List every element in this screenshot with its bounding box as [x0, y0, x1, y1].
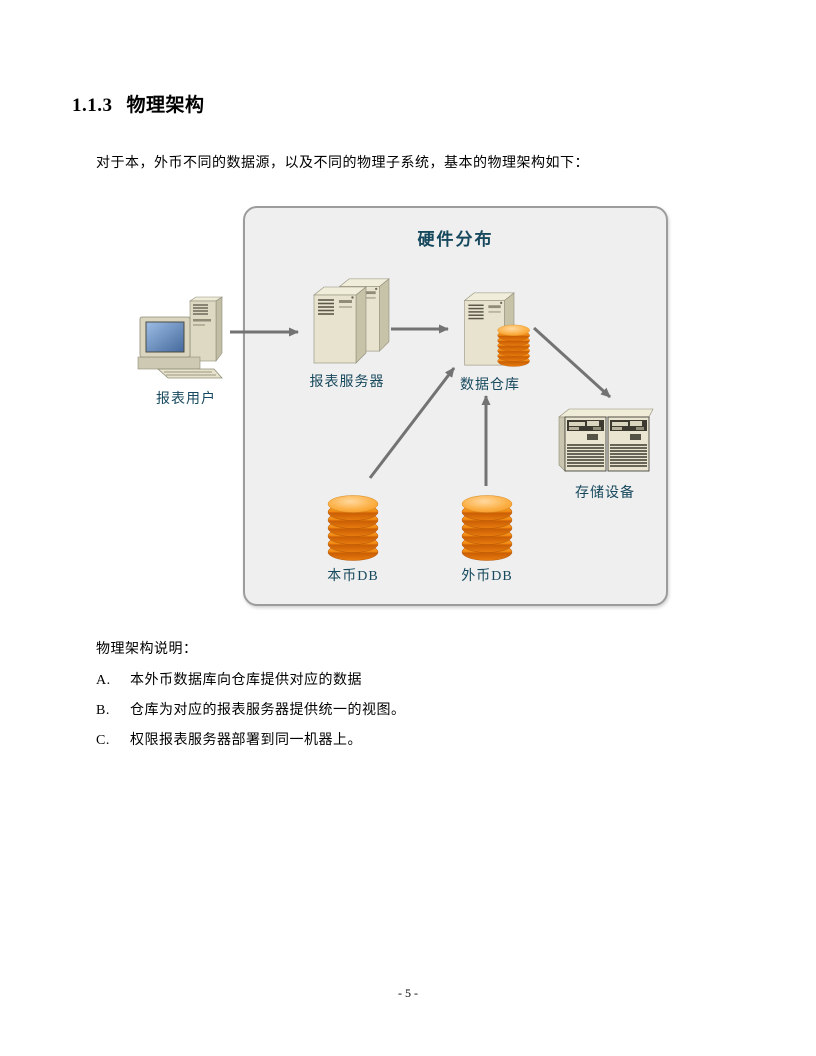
- section-heading: 1.1.3 物理架构: [72, 90, 205, 117]
- node-label-report-server: 报表服务器: [309, 375, 385, 390]
- list-marker: C.: [96, 733, 110, 748]
- list-marker: A.: [96, 673, 111, 688]
- list-item: A. 本外币数据库向仓库提供对应的数据: [96, 672, 406, 689]
- server-with-database-icon: [463, 292, 530, 367]
- diagram-canvas: [137, 278, 654, 561]
- notes-section: 物理架构说明： A. 本外币数据库向仓库提供对应的数据 B. 仓库为对应的报表服务器…: [96, 638, 406, 762]
- section-title: 物理架构: [126, 95, 205, 116]
- architecture-figure: 硬件分布: [0, 195, 816, 615]
- list-text: 权限报表服务器部署到同一机器上。: [130, 733, 362, 748]
- diagram-panel: [243, 206, 668, 606]
- list-marker: B.: [96, 703, 110, 718]
- node-label-storage: 存储设备: [575, 486, 635, 501]
- diagram-title: 硬件分布: [417, 230, 494, 249]
- page-number: - 5 -: [398, 986, 418, 1000]
- intro-paragraph: 对于本，外币不同的数据源，以及不同的物理子系统，基本的物理架构如下：: [96, 156, 589, 171]
- node-label-data-warehouse: 数据仓库: [460, 378, 520, 393]
- notes-heading: 物理架构说明：: [96, 642, 198, 657]
- list-item: B. 仓库为对应的报表服务器提供统一的视图。: [96, 702, 406, 719]
- node-label-report-user: 报表用户: [156, 392, 216, 407]
- database-cylinder-icon: [327, 495, 379, 561]
- node-label-foreign-db: 外币DB: [461, 569, 513, 584]
- list-text: 仓库为对应的报表服务器提供统一的视图。: [130, 703, 406, 718]
- storage-array-icon: [558, 408, 654, 472]
- desktop-computer-icon: [137, 296, 223, 379]
- server-towers-icon: [313, 278, 390, 364]
- arrow-localdb-to-warehouse: [368, 367, 456, 479]
- list-item: C. 权限报表服务器部署到同一机器上。: [96, 732, 406, 749]
- section-number: 1.1.3: [72, 95, 113, 116]
- diagram-arrows: [230, 324, 612, 486]
- arrow-warehouse-to-storage: [532, 326, 612, 399]
- list-text: 本外币数据库向仓库提供对应的数据: [130, 673, 362, 688]
- node-label-local-db: 本币DB: [327, 569, 379, 584]
- database-cylinder-icon: [461, 495, 513, 561]
